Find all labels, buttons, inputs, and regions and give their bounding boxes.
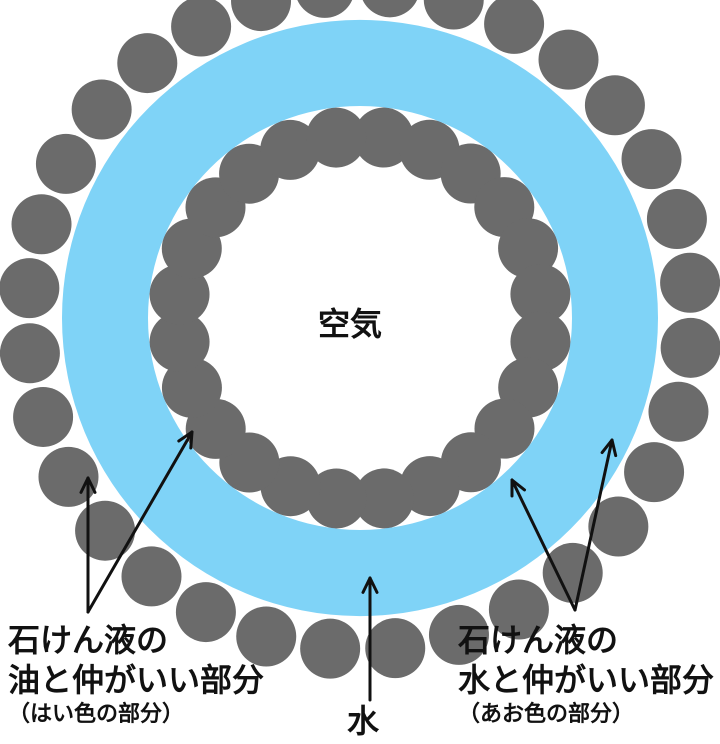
outer-molecule-tail (365, 618, 426, 679)
arrow-to-outer-tail-left (79, 476, 97, 614)
outer-molecule-tail (428, 604, 489, 665)
outer-molecule-tail (121, 546, 182, 607)
outer-molecule-tail (538, 29, 599, 90)
oil-part-line1: 石けん液の (8, 621, 169, 659)
outer-molecule-tail (75, 500, 136, 561)
oil-part-line3: （はい色の部分） (8, 702, 185, 727)
oil-loving-part-label: 石けん液の 油と仲がいい部分 （はい色の部分） (8, 624, 264, 726)
inner-molecule-tail (306, 468, 367, 529)
outer-molecule-tail (648, 381, 709, 442)
inner-molecule-tail (510, 311, 571, 372)
water-part-line2: 水と仲がいい部分 (458, 661, 715, 699)
outer-molecule-tail (175, 582, 236, 643)
outer-molecule-tail (488, 579, 549, 640)
water-loving-part-label: 石けん液の 水と仲がいい部分 （あお色の部分） (458, 624, 714, 726)
inner-molecule-tail (260, 119, 321, 180)
outer-molecule-tail (300, 618, 361, 679)
outer-molecule-tail (297, 0, 353, 18)
outer-molecule-tail (621, 129, 682, 190)
outer-molecule-tail (11, 194, 72, 255)
arrow-to-water-film (361, 576, 379, 702)
outer-molecule-tail (0, 258, 60, 319)
outer-molecule-tail (231, 0, 292, 32)
outer-molecule-tail (13, 386, 74, 447)
outer-molecule-tail (660, 317, 720, 378)
arrow-to-inner-tail-left (86, 430, 194, 614)
outer-molecule-tail (624, 442, 685, 503)
outer-molecule-tail (236, 606, 297, 667)
oil-part-line2: 油と仲がいい部分 (8, 661, 265, 699)
inner-molecule-tail (149, 311, 210, 372)
inner-molecule-tail (149, 264, 210, 325)
air-label: 空気 (318, 305, 383, 343)
arrow-to-inner-head-right (510, 478, 577, 612)
outer-molecule-tail (542, 542, 603, 603)
molecule-tails (0, 0, 720, 679)
inner-molecule-tail (161, 357, 222, 418)
outer-molecule-tail (484, 0, 545, 54)
outer-molecule-tail (171, 0, 232, 57)
water-part-line3: （あお色の部分） (458, 702, 635, 727)
inner-molecule-tail (353, 468, 414, 529)
outer-molecule-tail (38, 446, 99, 507)
outer-molecule-tail (35, 133, 96, 194)
outer-molecule-tail (117, 33, 178, 94)
outer-molecule-tail (588, 496, 649, 557)
outer-molecule-tail (71, 79, 132, 140)
pointer-arrows (79, 430, 618, 702)
inner-molecule-tail (306, 107, 367, 168)
outer-molecule-tail (423, 0, 484, 30)
outer-molecule-tail (660, 252, 720, 313)
outer-molecule-tail (362, 0, 418, 18)
inner-molecule-tail (510, 264, 571, 325)
arrow-to-outer-head-right (573, 438, 618, 612)
inner-molecule-tail (399, 456, 460, 517)
water-part-line1: 石けん液の (458, 621, 619, 659)
inner-molecule-tail (353, 107, 414, 168)
outer-molecule-tail (646, 189, 707, 250)
outer-molecule-tail (0, 323, 60, 384)
inner-molecule-tail (498, 218, 559, 279)
outer-molecule-tail (584, 75, 645, 136)
water-label: 水 (347, 702, 380, 740)
